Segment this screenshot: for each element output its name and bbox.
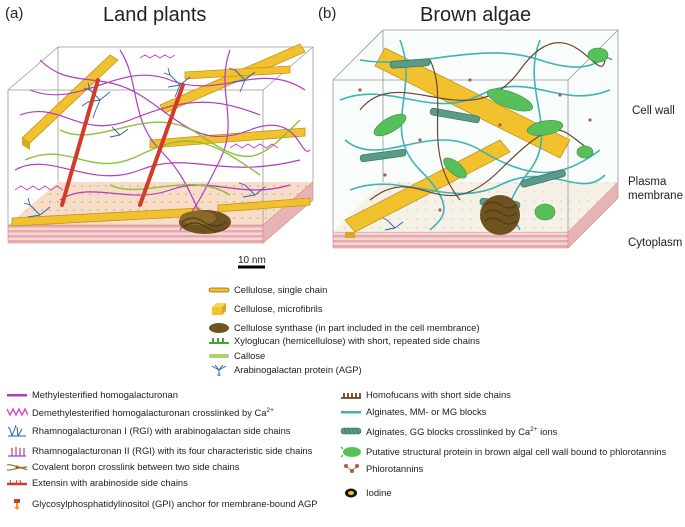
legend-item-boron: Covalent boron crosslink between two sid… bbox=[6, 461, 239, 473]
legend-item-extensin: Extensin with arabinoside side chains bbox=[6, 477, 188, 489]
phlorotannins-b bbox=[358, 78, 592, 212]
structural-protein-icon bbox=[340, 446, 361, 458]
rgi-clusters-a bbox=[23, 67, 266, 218]
cytoplasm-side-a bbox=[262, 181, 314, 244]
legend-item-cellulose-synthase: Cellulose synthase (in part included in … bbox=[208, 322, 479, 334]
legend-item-cellulose-microfibril: Cellulose, microfibrils bbox=[208, 303, 323, 315]
legend-item-gpi: Glycosylphosphatidylinositol (GPI) ancho… bbox=[6, 498, 318, 510]
land-plants-box bbox=[7, 43, 314, 269]
agp-icon bbox=[211, 364, 227, 376]
cellulose-synthase-icon bbox=[209, 323, 229, 333]
panel-a-letter: (a) bbox=[5, 5, 24, 22]
membrane-label: membrane bbox=[628, 190, 683, 202]
legend-item-alginate-gg: Alginates, GG blocks crosslinked by Ca2+… bbox=[340, 425, 557, 437]
structural-proteins-b bbox=[373, 47, 609, 221]
cell-wall-label: Cell wall bbox=[632, 105, 675, 117]
cytoplasm-front-b bbox=[332, 231, 569, 249]
rgii-icon bbox=[8, 447, 26, 457]
cellulose-chain-icon bbox=[208, 287, 230, 293]
panel-a-title: Land plants bbox=[103, 4, 207, 26]
extensin-icon bbox=[7, 479, 27, 486]
callose-icon bbox=[209, 354, 229, 358]
legend-item-cellulose-chain: Cellulose, single chain bbox=[208, 284, 327, 296]
legend-item-iodine: Iodine bbox=[340, 487, 392, 499]
brown-algae-box bbox=[332, 29, 619, 249]
cellulose-microfibril-icon bbox=[212, 303, 226, 315]
iodine-icon bbox=[345, 488, 357, 498]
legend-item-agp: Arabinogalactan protein (AGP) bbox=[208, 364, 362, 376]
legend-item-homofucan: Homofucans with short side chains bbox=[340, 389, 511, 401]
legend-item-methyl-hg: Methylesterified homogalacturonan bbox=[6, 389, 178, 401]
plasma-label: Plasma bbox=[628, 176, 667, 188]
cytoplasm-label: Cytoplasm bbox=[628, 237, 683, 249]
legend-item-xyloglucan: Xyloglucan (hemicellulose) with short, r… bbox=[208, 335, 480, 347]
extensin-rods-a bbox=[60, 78, 185, 207]
scale-bar-label: 10 nm bbox=[238, 255, 266, 266]
legend-item-alginate-mm: Alginates, MM- or MG blocks bbox=[340, 406, 486, 418]
rgi-icon bbox=[7, 425, 26, 437]
alginate-gg-icon bbox=[340, 427, 362, 435]
gpi-anchor-icon bbox=[14, 499, 20, 510]
cell-wall-diagram bbox=[7, 29, 619, 269]
phlorotannin-icon bbox=[344, 464, 359, 473]
panel-b-title: Brown algae bbox=[420, 4, 532, 26]
boron-crosslink-icon bbox=[6, 463, 28, 471]
legend-item-rgi: Rhamnogalacturonan I (RGI) with arabinog… bbox=[6, 425, 290, 437]
homofucan-icon bbox=[341, 393, 361, 399]
legend-item-rgii: Rhamnogalacturonan II (RGI) with its fou… bbox=[6, 445, 312, 457]
legend-item-phlorotannins: Phlorotannins bbox=[340, 463, 423, 475]
panel-b-letter: (b) bbox=[318, 5, 337, 22]
legend-item-callose: Callose bbox=[208, 350, 265, 362]
methylesterified-hg-icon bbox=[7, 394, 27, 397]
cellulose-synthase-b bbox=[480, 195, 520, 235]
xyloglucan-strands-a bbox=[24, 119, 301, 196]
cellulose-microfibrils-b bbox=[344, 47, 571, 238]
demethylesterified-hg-icon bbox=[6, 407, 28, 417]
agp-b bbox=[382, 217, 404, 231]
xyloglucan-icon bbox=[209, 338, 229, 344]
alginate-mm-icon bbox=[341, 411, 361, 414]
demethyl-hg-a bbox=[14, 54, 279, 191]
legend-item-structural-protein: Putative structural protein in brown alg… bbox=[340, 446, 666, 458]
legend-item-demethyl-hg: Demethylesterified homogalacturonan cros… bbox=[6, 406, 274, 418]
cellulose-synthase-a bbox=[179, 210, 231, 234]
